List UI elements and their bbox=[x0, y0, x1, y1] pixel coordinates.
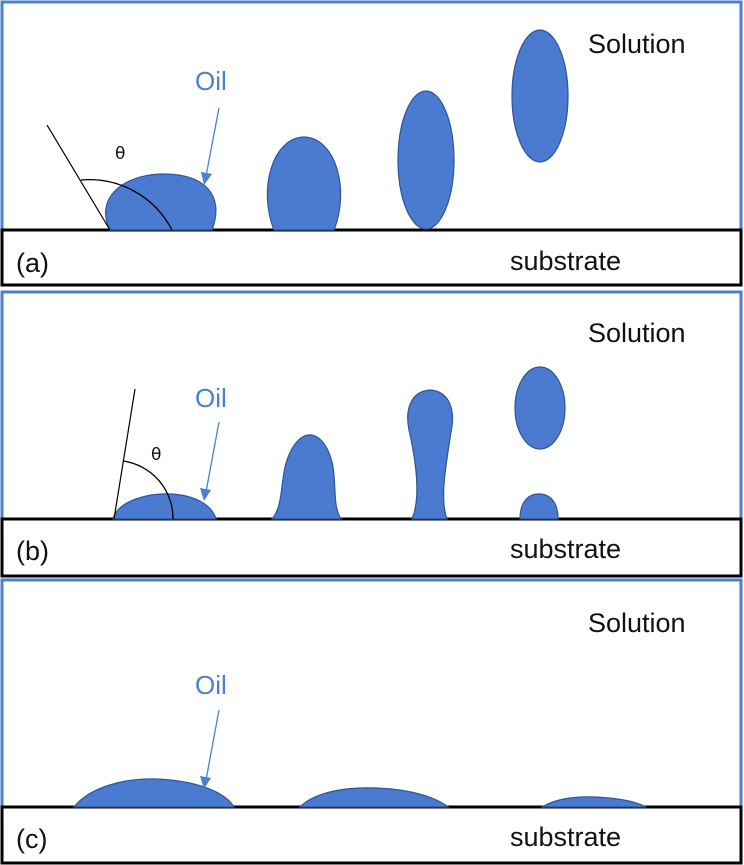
oil-droplet-1 bbox=[105, 173, 217, 231]
oil-arrowhead bbox=[200, 488, 211, 501]
oil-droplet-2 bbox=[270, 434, 343, 520]
panel-a: Solution substrate (a) θ Oil bbox=[0, 0, 743, 287]
substrate-label: substrate bbox=[510, 246, 621, 276]
oil-droplet-4-detached bbox=[514, 366, 566, 450]
substrate-label: substrate bbox=[510, 534, 621, 564]
solution-label: Solution bbox=[588, 318, 686, 348]
solution-label: Solution bbox=[588, 608, 686, 638]
panel-c: Solution substrate (c) Oil bbox=[0, 578, 743, 865]
theta-label: θ bbox=[151, 445, 161, 465]
oil-label: Oil bbox=[195, 383, 227, 413]
substrate-label: substrate bbox=[510, 822, 621, 852]
oil-droplet-3-necking bbox=[407, 389, 453, 520]
oil-arrow bbox=[205, 709, 220, 781]
oil-droplet-4 bbox=[511, 29, 569, 163]
oil-arrowhead bbox=[200, 776, 211, 789]
panel-id-label: (c) bbox=[16, 824, 47, 854]
oil-label: Oil bbox=[195, 670, 227, 700]
oil-droplet-2 bbox=[298, 787, 450, 808]
oil-arrow bbox=[205, 107, 220, 177]
oil-arrowhead bbox=[201, 172, 212, 185]
theta-label: θ bbox=[115, 144, 125, 164]
oil-droplet-2 bbox=[266, 136, 342, 231]
oil-droplet-3 bbox=[539, 796, 647, 808]
contact-angle-arc bbox=[122, 460, 174, 520]
oil-droplet-4-residual bbox=[519, 493, 559, 520]
panel-id-label: (b) bbox=[16, 536, 49, 566]
oil-droplet-3 bbox=[397, 90, 455, 230]
substrate-box bbox=[0, 517, 743, 578]
solution-label: Solution bbox=[588, 29, 686, 59]
oil-droplet-1 bbox=[112, 493, 217, 520]
tangent-line bbox=[46, 124, 111, 231]
substrate-box bbox=[0, 805, 743, 865]
oil-label: Oil bbox=[195, 66, 227, 96]
oil-arrow bbox=[205, 421, 220, 493]
oil-droplet-1 bbox=[72, 778, 236, 808]
panel-b: Solution substrate (b) θ Oil bbox=[0, 290, 743, 578]
panel-id-label: (a) bbox=[16, 248, 49, 278]
solution-region bbox=[0, 290, 743, 521]
tangent-line bbox=[113, 388, 136, 520]
solution-region bbox=[0, 578, 743, 809]
contact-angle-arc bbox=[80, 178, 173, 231]
substrate-box bbox=[0, 228, 743, 287]
